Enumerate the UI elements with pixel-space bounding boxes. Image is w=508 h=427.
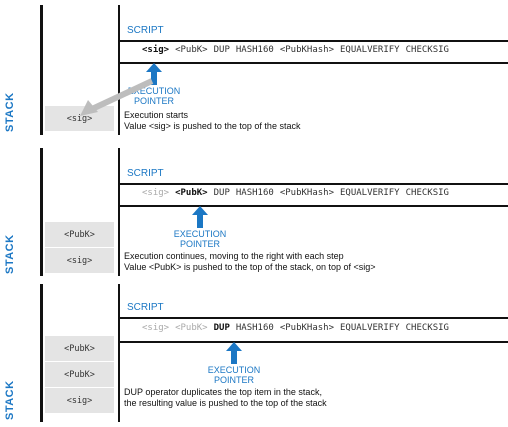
script-token: <PubKHash>	[279, 323, 334, 333]
stack-item: <sig>	[45, 388, 114, 413]
pointer-line: EXECUTION	[127, 86, 181, 96]
script-token: EQUALVERIFY	[340, 45, 400, 55]
script-token: <PubK>	[175, 45, 208, 55]
script-token: CHECKSIG	[405, 188, 449, 198]
pointer-line: POINTER	[179, 239, 220, 249]
script-tokens: <sig> <PubK> DUP HASH160 <PubKHash> EQUALVERI…	[142, 45, 506, 55]
execution-pointer-label: EXECUTION POINTER	[160, 229, 240, 249]
script-token: DUP	[213, 188, 230, 198]
script-label: SCRIPT	[127, 168, 164, 179]
script-token: HASH160	[235, 323, 274, 333]
script-token: DUP	[213, 45, 230, 55]
step-description: Execution continues, moving to the right…	[124, 251, 376, 273]
script-token: <sig>	[142, 45, 170, 55]
script-token: <PubK>	[175, 323, 208, 333]
script-token: CHECKSIG	[405, 45, 449, 55]
script-divider	[118, 284, 120, 422]
script-token: <sig>	[142, 188, 170, 198]
pointer-line: EXECUTION	[207, 365, 261, 375]
script-bottom-rule	[118, 62, 508, 64]
stack-item: <sig>	[45, 106, 114, 131]
pointer-line: POINTER	[213, 375, 254, 385]
description-line: the resulting value is pushed to the top…	[124, 398, 327, 408]
script-top-rule	[118, 317, 508, 319]
step-description: Execution starts Value <sig> is pushed t…	[124, 110, 300, 132]
script-top-rule	[118, 40, 508, 42]
script-token: <PubK>	[175, 188, 208, 198]
stack-wall	[40, 148, 43, 276]
push-arrow-icon	[80, 78, 154, 116]
step-description: DUP operator duplicates the top item in …	[124, 387, 327, 409]
pointer-line: POINTER	[133, 96, 174, 106]
stack-wall	[40, 284, 43, 422]
script-top-rule	[118, 183, 508, 185]
pointer-line: EXECUTION	[173, 229, 227, 239]
stack-label: STACK	[4, 380, 16, 420]
script-token: EQUALVERIFY	[340, 188, 400, 198]
up-arrow-icon	[146, 63, 162, 85]
script-token: <PubKHash>	[279, 188, 334, 198]
stack-item: <PubK>	[45, 362, 114, 387]
script-label: SCRIPT	[127, 25, 164, 36]
script-token: HASH160	[235, 188, 274, 198]
script-token: HASH160	[235, 45, 274, 55]
up-arrow-icon	[226, 342, 242, 364]
stack-label: STACK	[4, 234, 16, 274]
stack-label: STACK	[4, 92, 16, 132]
up-arrow-icon	[192, 206, 208, 228]
description-line: Execution starts	[124, 110, 189, 120]
script-label: SCRIPT	[127, 302, 164, 313]
stack-item: <PubK>	[45, 222, 114, 247]
script-token: <sig>	[142, 323, 170, 333]
stack-wall	[40, 5, 43, 135]
description-line: Value <PubK> is pushed to the top of the…	[124, 262, 376, 272]
description-line: Value <sig> is pushed to the top of the …	[124, 121, 301, 131]
step-2-panel: STACK <PubK> <sig> SCRIPT <sig><PubK>DUP…	[0, 148, 508, 278]
execution-pointer-label: EXECUTION POINTER	[194, 365, 274, 385]
description-line: DUP operator duplicates the top item in …	[124, 387, 322, 397]
script-token: EQUALVERIFY	[340, 323, 400, 333]
script-token: DUP	[213, 323, 230, 333]
step-3-panel: STACK <PubK> <PubK> <sig> SCRIPT <sig><P…	[0, 284, 508, 424]
script-tokens: <sig> <PubK> DUP HASH160 <PubKHash> EQUALVERI…	[142, 188, 506, 198]
description-line: Execution continues, moving to the right…	[124, 251, 344, 261]
script-token: <PubKHash>	[279, 45, 334, 55]
script-tokens: <sig> <PubK> DUP HASH160 <PubKHash> EQUALVERI…	[142, 323, 506, 333]
script-bottom-rule	[118, 341, 508, 343]
stack-item: <sig>	[45, 248, 114, 273]
script-token: CHECKSIG	[405, 323, 449, 333]
script-bottom-rule	[118, 205, 508, 207]
execution-pointer-label: EXECUTION POINTER	[114, 86, 194, 106]
step-1-panel: STACK <sig> SCRIPT <sig> <PubK> DUP HASH160…	[0, 0, 508, 140]
script-divider	[118, 5, 120, 135]
script-divider	[118, 148, 120, 276]
stack-item: <PubK>	[45, 336, 114, 361]
